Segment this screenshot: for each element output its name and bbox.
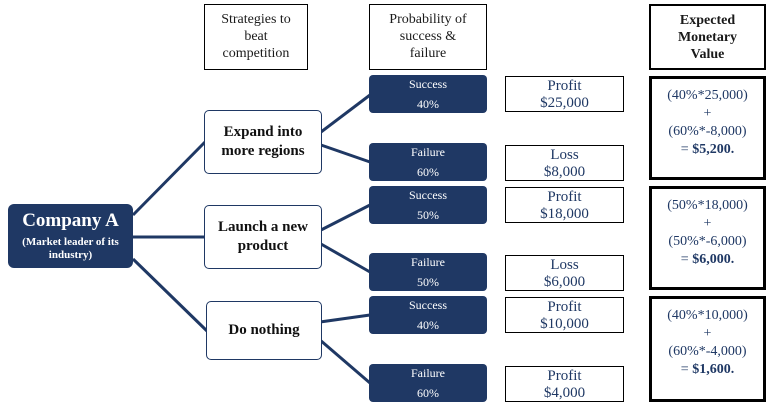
strategy-expand: Expand into more regions bbox=[204, 110, 322, 174]
prob-value: 50% bbox=[417, 275, 439, 289]
connector-launch-to-failure bbox=[320, 242, 371, 274]
strategy-nothing: Do nothing bbox=[206, 301, 322, 360]
prob-label: Failure bbox=[411, 145, 445, 159]
prob-value: 60% bbox=[417, 165, 439, 179]
emv-result-line: = $1,600. bbox=[652, 361, 763, 379]
connector-nothing-to-success bbox=[319, 313, 371, 324]
strategy-label: Do nothing bbox=[228, 322, 300, 338]
emv-term: (50%*-6,000) bbox=[668, 234, 747, 249]
outcome-value: $10,000 bbox=[540, 316, 589, 332]
emv-result: $1,600. bbox=[692, 362, 735, 377]
prob-value: 60% bbox=[417, 386, 439, 400]
strategy-label: Expand into bbox=[223, 124, 303, 140]
prob-box-nothing-failure: Failure 60% bbox=[369, 364, 487, 402]
header-probability: Probability of success & failure bbox=[369, 4, 487, 70]
header-strategies: Strategies to beat competition bbox=[204, 4, 308, 70]
header-probability-line: success & bbox=[399, 29, 457, 44]
connector-expand-to-failure bbox=[320, 143, 371, 164]
emv-term: (60%*-4,000) bbox=[668, 344, 747, 359]
outcome-label: Profit bbox=[547, 368, 582, 384]
emv-box-expand: (40%*25,000) + (60%*-8,000) = $5,200. bbox=[649, 76, 766, 180]
outcome-label: Loss bbox=[550, 257, 579, 273]
root-subtitle: (Market leader of its bbox=[22, 236, 119, 248]
header-strategies-line: Strategies to bbox=[221, 12, 291, 27]
connector-expand-to-success bbox=[320, 93, 371, 134]
emv-box-launch: (50%*18,000) + (50%*-6,000) = $6,000. bbox=[649, 186, 766, 290]
root-node-company-a: Company A (Market leader of its industry… bbox=[8, 204, 133, 268]
prob-box-launch-success: Success 50% bbox=[369, 186, 487, 224]
prob-value: 40% bbox=[417, 97, 439, 111]
header-emv-line: Expected bbox=[679, 13, 736, 28]
header-strategies-line: beat bbox=[244, 29, 268, 44]
emv-result-line: = $5,200. bbox=[652, 141, 763, 159]
emv-result: $6,000. bbox=[692, 252, 735, 267]
outcome-label: Profit bbox=[547, 78, 582, 94]
emv-term: (40%*10,000) bbox=[667, 308, 748, 323]
outcome-box-launch-success: Profit $18,000 bbox=[505, 187, 624, 223]
prob-label: Success bbox=[409, 77, 447, 91]
outcome-value: $4,000 bbox=[543, 385, 586, 401]
prob-label: Success bbox=[409, 298, 447, 312]
prob-label: Failure bbox=[411, 255, 445, 269]
outcome-value: $8,000 bbox=[543, 164, 586, 180]
connector-nothing-to-failure bbox=[319, 338, 371, 385]
outcome-label: Profit bbox=[547, 299, 582, 315]
prob-label: Failure bbox=[411, 366, 445, 380]
strategy-label: product bbox=[237, 238, 289, 254]
outcome-box-expand-failure: Loss $8,000 bbox=[505, 145, 624, 181]
connector-root-to-nothing bbox=[131, 257, 209, 333]
strategy-label: Launch a new bbox=[217, 219, 309, 235]
emv-eq: = bbox=[680, 142, 693, 157]
emv-eq: = bbox=[680, 362, 693, 377]
outcome-value: $18,000 bbox=[540, 206, 589, 222]
connector-launch-to-success bbox=[320, 203, 371, 232]
header-probability-line: failure bbox=[409, 46, 447, 61]
root-title: Company A bbox=[22, 210, 119, 231]
emv-plus: + bbox=[703, 326, 712, 341]
outcome-box-nothing-success: Profit $10,000 bbox=[505, 297, 624, 333]
strategy-label: more regions bbox=[221, 143, 305, 159]
outcome-label: Loss bbox=[550, 147, 579, 163]
emv-term: (60%*-8,000) bbox=[668, 124, 747, 139]
prob-box-launch-failure: Failure 50% bbox=[369, 253, 487, 291]
header-emv-line: Value bbox=[690, 47, 725, 62]
outcome-box-launch-failure: Loss $6,000 bbox=[505, 255, 624, 291]
emv-result-line: = $6,000. bbox=[652, 251, 763, 269]
header-emv-line: Monetary bbox=[677, 30, 738, 45]
prob-value: 40% bbox=[417, 318, 439, 332]
emv-term: (50%*18,000) bbox=[667, 198, 748, 213]
outcome-box-expand-success: Profit $25,000 bbox=[505, 76, 624, 112]
header-probability-line: Probability of bbox=[389, 12, 467, 27]
header-emv: Expected Monetary Value bbox=[649, 4, 766, 70]
header-strategies-line: competition bbox=[222, 46, 290, 61]
emv-plus: + bbox=[703, 106, 712, 121]
emv-eq: = bbox=[680, 252, 693, 267]
prob-label: Success bbox=[409, 188, 447, 202]
emv-term: (40%*25,000) bbox=[667, 88, 748, 103]
prob-box-nothing-success: Success 40% bbox=[369, 296, 487, 334]
connector-root-to-expand bbox=[131, 140, 207, 217]
emv-box-nothing: (40%*10,000) + (60%*-4,000) = $1,600. bbox=[649, 296, 766, 402]
prob-box-expand-success: Success 40% bbox=[369, 75, 487, 113]
emv-plus: + bbox=[703, 216, 712, 231]
root-subtitle: industry) bbox=[48, 249, 93, 261]
outcome-label: Profit bbox=[547, 189, 582, 205]
outcome-value: $25,000 bbox=[540, 95, 589, 111]
emv-result: $5,200. bbox=[692, 142, 735, 157]
prob-box-expand-failure: Failure 60% bbox=[369, 143, 487, 181]
outcome-value: $6,000 bbox=[543, 274, 586, 290]
prob-value: 50% bbox=[417, 208, 439, 222]
outcome-box-nothing-failure: Profit $4,000 bbox=[505, 366, 624, 402]
strategy-launch: Launch a new product bbox=[204, 205, 322, 269]
